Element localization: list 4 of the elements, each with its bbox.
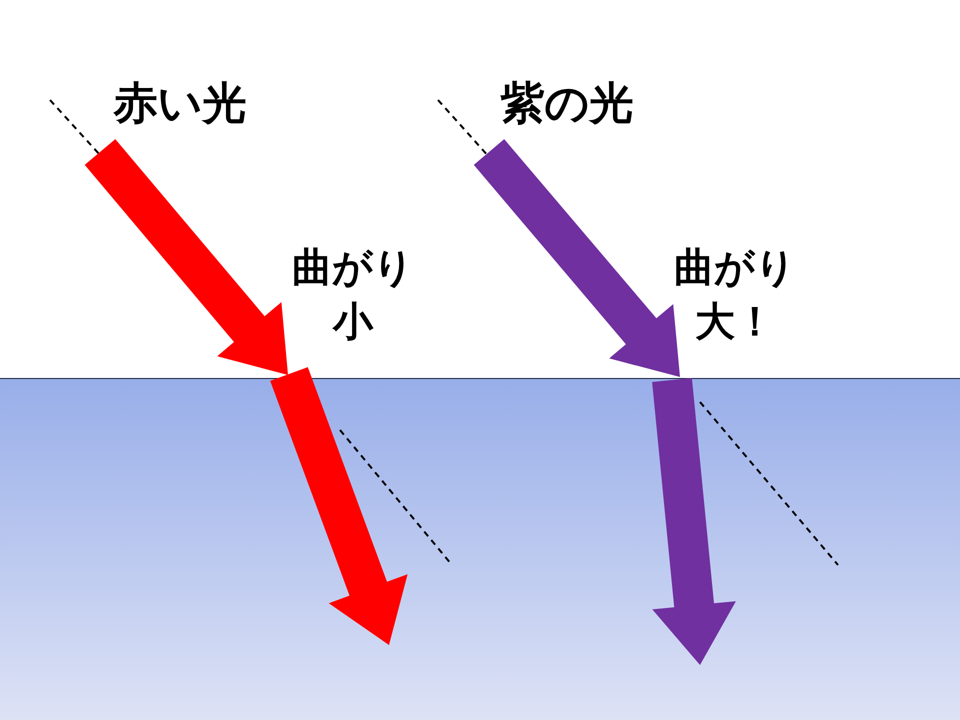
ray-label: 赤い光 [112, 77, 248, 131]
annotation-text: 曲がり大！ [674, 244, 796, 347]
annotation-text: 曲がり小 [292, 244, 414, 347]
ray-label: 紫の光 [499, 77, 634, 131]
